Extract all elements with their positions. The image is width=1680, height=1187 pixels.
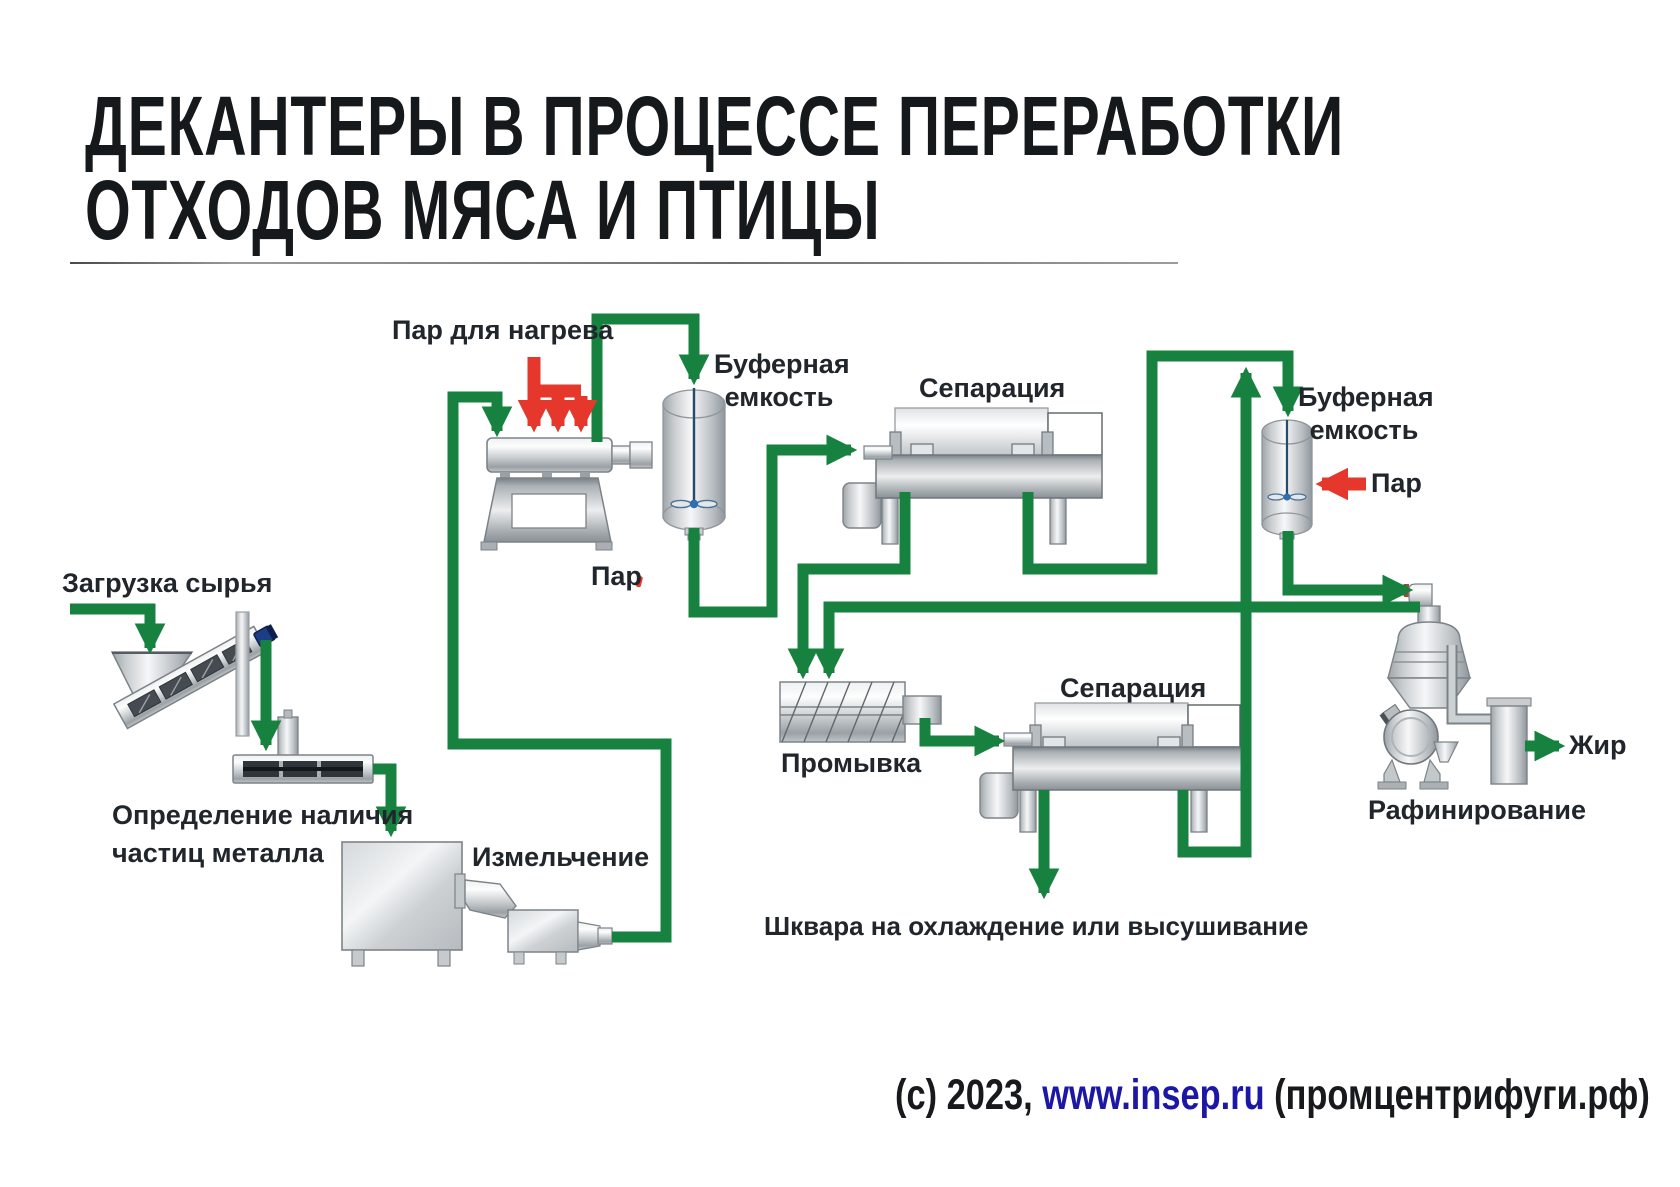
label-metal-detection: Определение наличия частиц металла bbox=[112, 796, 413, 872]
title-divider bbox=[70, 262, 1178, 264]
decanter-separator-2 bbox=[979, 702, 1244, 833]
label-steam-2: Пар bbox=[1371, 468, 1422, 498]
label-loading: Загрузка сырья bbox=[62, 568, 273, 598]
steam-tick-mark bbox=[636, 576, 643, 588]
pipe-decanter2-liquid-up bbox=[1177, 366, 1262, 858]
grinder bbox=[341, 841, 613, 967]
label-steam-heating: Пар для нагрева bbox=[392, 315, 614, 345]
label-buffer-tank-1: Буферная емкость bbox=[714, 348, 850, 414]
pipe-raw-material-in bbox=[70, 603, 166, 655]
label-steam-1: Пар bbox=[591, 561, 642, 591]
label-metal-line1: Определение наличия bbox=[112, 800, 414, 830]
pipe-return-to-washing bbox=[813, 601, 1420, 680]
label-separation-2: Сепарация bbox=[1060, 673, 1207, 703]
screw-conveyor bbox=[112, 611, 279, 737]
refining-separator bbox=[1377, 583, 1532, 790]
title-line-1: ДЕКАНТЕРЫ В ПРОЦЕССЕ ПЕРЕРАБОТКИ bbox=[85, 79, 1344, 173]
label-refining: Рафинирование bbox=[1368, 795, 1586, 825]
footer-credit: (c) 2023, www.insep.ru (промцентрифуги.р… bbox=[895, 1071, 1680, 1120]
label-buffer2-line2: емкость bbox=[1309, 415, 1419, 445]
metal-detector bbox=[232, 709, 374, 784]
washing-screw bbox=[779, 681, 942, 743]
footer-link[interactable]: www.insep.ru bbox=[1042, 1071, 1265, 1119]
footer-copyright: (c) 2023, bbox=[895, 1071, 1043, 1119]
steam-pipes bbox=[517, 357, 1366, 501]
process-pipes bbox=[70, 313, 1566, 943]
footer-site: (промцентрифуги.рф) bbox=[1264, 1071, 1650, 1119]
pipe-detector-to-grinder bbox=[373, 763, 407, 838]
label-buffer-tank-2: Буферная емкость bbox=[1298, 381, 1434, 447]
buffer-tank-2 bbox=[1261, 419, 1313, 540]
decanter-separator-1 bbox=[842, 407, 1103, 545]
label-washing: Промывка bbox=[781, 748, 922, 778]
label-greaves-out: Шквара на охлаждение или высушивание bbox=[764, 911, 1309, 941]
pipe-decanter1-to-buffer2 bbox=[1022, 350, 1304, 575]
label-separation-1: Сепарация bbox=[919, 373, 1066, 403]
label-metal-line2: частиц металла bbox=[112, 838, 324, 868]
title-line-2: ОТХОДОВ МЯСА И ПТИЦЫ bbox=[85, 163, 881, 257]
pipe-decanter1-to-washing bbox=[787, 492, 911, 680]
pipe-heater-to-buffer1 bbox=[591, 313, 710, 442]
pipe-grinder-to-heater bbox=[447, 391, 672, 943]
label-fat-out: Жир bbox=[1569, 730, 1627, 760]
label-buffer1-line1: Буферная bbox=[714, 349, 850, 379]
label-buffer1-line2: емкость bbox=[724, 382, 834, 412]
pipe-washing-to-decanter2 bbox=[919, 718, 1006, 757]
label-buffer2-line1: Буферная bbox=[1298, 382, 1434, 412]
page-title: ДЕКАНТЕРЫ В ПРОЦЕССЕ ПЕРЕРАБОТКИ ОТХОДОВ… bbox=[85, 84, 1680, 252]
pipe-buffer1-to-decanter1 bbox=[688, 434, 858, 618]
label-grinding: Измельчение bbox=[472, 842, 650, 872]
pipe-buffer2-to-refiner bbox=[1282, 531, 1414, 606]
steam-heater bbox=[480, 437, 653, 551]
